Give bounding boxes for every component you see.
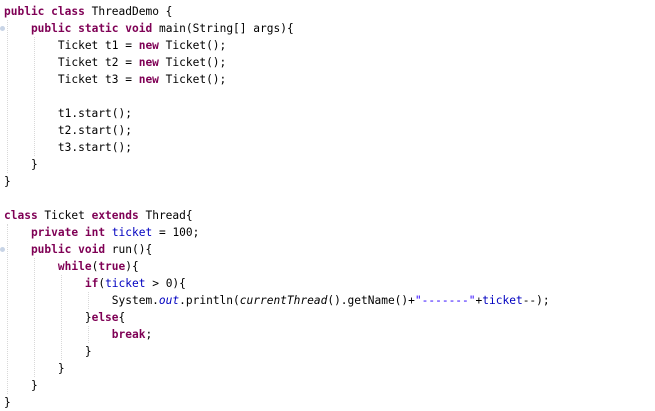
keyword-token: extends [91, 209, 139, 222]
code-token: t1.start(); [57, 107, 132, 120]
keyword-token: class [4, 209, 38, 222]
keyword-token: private [30, 226, 79, 239]
keyword-token: while [57, 260, 92, 273]
code-token: run(){ [105, 243, 153, 256]
code-token: Ticket t1 = [57, 39, 139, 52]
code-line[interactable]: Ticket t3 = new Ticket(); [58, 71, 226, 88]
code-token [78, 226, 85, 239]
code-token [105, 226, 112, 239]
keyword-token: void [125, 22, 153, 35]
code-line[interactable]: t2.start(); [58, 122, 132, 139]
keyword-token: new [138, 39, 159, 52]
fold-marker-icon[interactable] [0, 26, 5, 31]
keyword-token: break [111, 328, 146, 341]
indent-guide [88, 292, 90, 309]
code-line[interactable]: } [31, 156, 38, 173]
code-token: } [4, 396, 11, 409]
keyword-token: public [30, 22, 72, 35]
code-line[interactable]: } [4, 394, 11, 411]
code-token: ( [91, 260, 99, 273]
code-token: Ticket(); [158, 73, 227, 86]
fold-marker-icon[interactable] [0, 247, 5, 252]
keyword-token: true [98, 260, 126, 273]
code-token: Ticket(); [158, 56, 227, 69]
keyword-token: void [78, 243, 106, 256]
code-token: } [84, 345, 92, 358]
code-line[interactable]: } [58, 360, 65, 377]
field-token: ticket [482, 294, 523, 307]
code-token: Thread{ [138, 209, 193, 222]
code-token: currentThread [239, 294, 328, 307]
code-token: Ticket(); [158, 39, 227, 52]
keyword-token: public [4, 5, 45, 18]
keyword-token: static [78, 22, 119, 35]
string-token: "-------" [414, 294, 476, 307]
indent-guide [34, 37, 36, 156]
code-line[interactable]: break; [112, 326, 152, 343]
code-line[interactable]: Ticket t1 = new Ticket(); [58, 37, 226, 54]
code-line[interactable]: if(ticket > 0){ [85, 275, 186, 292]
indent-guide [7, 224, 9, 394]
code-token: ){ [125, 260, 139, 273]
code-token: } [4, 175, 11, 188]
code-line[interactable]: }else{ [85, 309, 125, 326]
code-token: .println( [179, 294, 240, 307]
code-token: { [118, 311, 126, 324]
code-token: Ticket t2 = [57, 56, 139, 69]
keyword-token: public [30, 243, 72, 256]
code-line[interactable]: Ticket t2 = new Ticket(); [58, 54, 226, 71]
code-line[interactable]: private int ticket = 100; [31, 224, 199, 241]
code-line[interactable]: public void run(){ [31, 241, 152, 258]
code-line[interactable]: } [31, 377, 38, 394]
code-line[interactable]: public static void main(String[] args){ [31, 20, 294, 37]
code-token: > 0){ [145, 277, 186, 290]
keyword-token: int [84, 226, 106, 239]
code-token: t2.start(); [57, 124, 132, 137]
code-line[interactable]: class Ticket extends Thread{ [4, 207, 193, 224]
keyword-token: else [91, 311, 119, 324]
code-token: t3.start(); [57, 141, 132, 154]
indent-guide [7, 20, 9, 173]
code-line[interactable]: System.out.println(currentThread().getNa… [112, 292, 550, 309]
code-line[interactable]: while(true){ [58, 258, 139, 275]
code-token: ThreadDemo { [84, 5, 173, 18]
editor-gutter [0, 0, 6, 409]
field-token: ticket [111, 226, 153, 239]
keyword-token: new [138, 56, 159, 69]
field-token: out [158, 294, 180, 307]
code-line[interactable]: } [85, 343, 92, 360]
indent-guide [88, 326, 90, 343]
code-token: main(String[] args){ [152, 22, 294, 35]
code-line[interactable]: public class ThreadDemo { [4, 3, 172, 20]
code-token: Ticket [37, 209, 92, 222]
code-token: System. [111, 294, 159, 307]
code-line[interactable]: t1.start(); [58, 105, 132, 122]
code-line[interactable]: } [4, 173, 11, 190]
code-token: } [84, 311, 92, 324]
code-token: --); [522, 294, 550, 307]
code-line[interactable]: t3.start(); [58, 139, 132, 156]
code-token: } [30, 379, 38, 392]
indent-guide [61, 275, 63, 360]
code-token: ; [145, 328, 153, 341]
code-token: } [57, 362, 65, 375]
keyword-token: new [138, 73, 159, 86]
code-token: } [30, 158, 38, 171]
field-token: ticket [105, 277, 146, 290]
code-token: ( [98, 277, 106, 290]
code-token: ().getName()+ [327, 294, 415, 307]
keyword-token: class [51, 5, 85, 18]
code-token: + [475, 294, 483, 307]
keyword-token: if [84, 277, 99, 290]
code-token: = 100; [152, 226, 200, 239]
indent-guide [34, 258, 36, 377]
code-token: Ticket t3 = [57, 73, 139, 86]
